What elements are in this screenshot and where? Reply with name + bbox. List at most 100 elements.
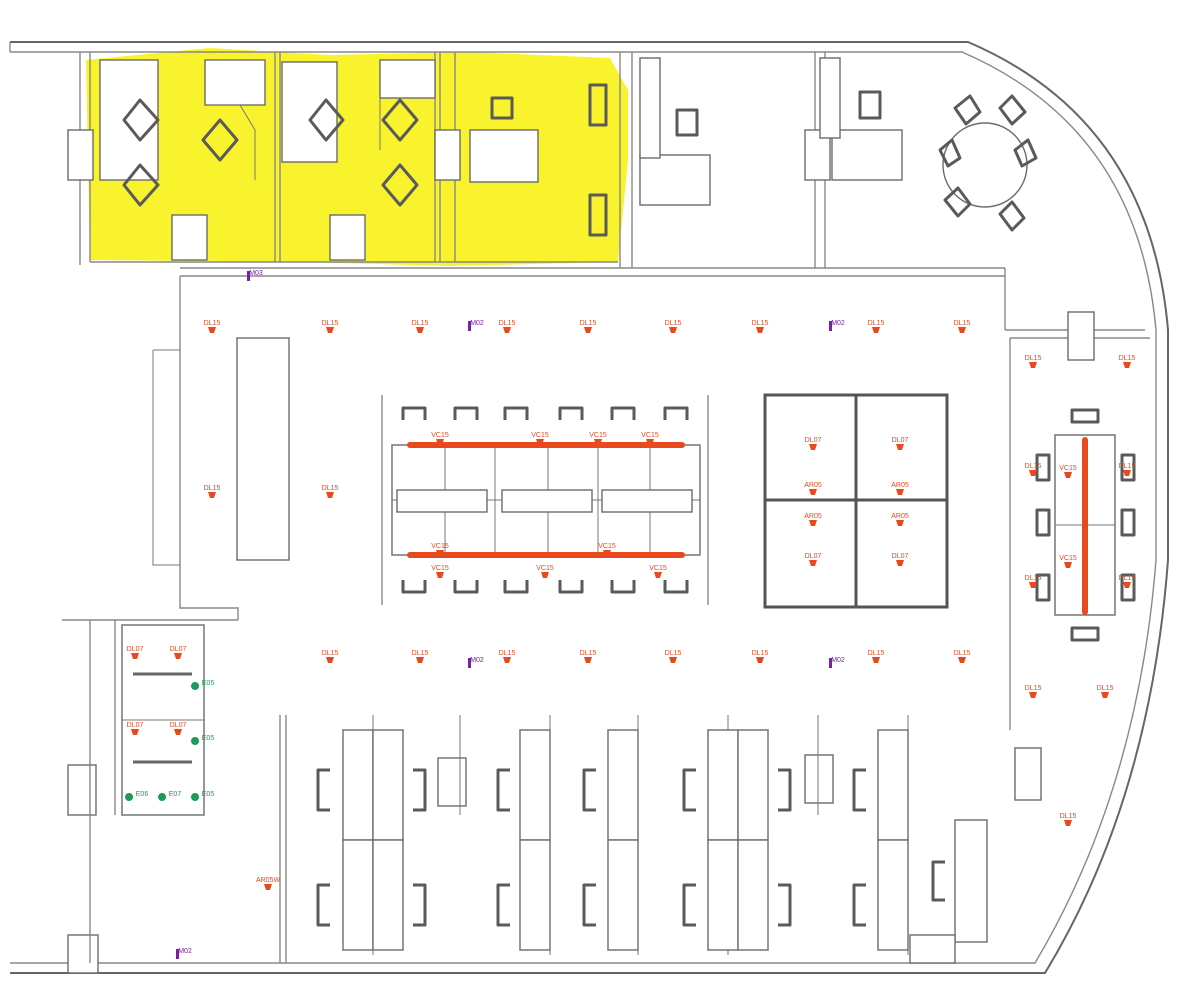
symbol-vc15-46[interactable]: VC15 (598, 543, 616, 556)
symbol-m02-55[interactable]: M02 (829, 657, 845, 668)
symbol-vc15-50[interactable]: VC15 (1059, 465, 1077, 478)
symbol-dl15-23[interactable]: DL15 (1025, 575, 1042, 588)
symbol-mark (247, 271, 250, 281)
symbol-mark (1029, 692, 1037, 698)
symbol-ar05-37[interactable]: AR05 (804, 513, 822, 526)
symbol-mark (416, 327, 424, 333)
symbol-mark (1064, 562, 1072, 568)
symbol-label: DL15 (1119, 463, 1136, 470)
symbol-e05-58[interactable]: E05 (191, 680, 214, 690)
symbol-e05-60[interactable]: E05 (191, 791, 214, 801)
symbol-mark (191, 737, 200, 745)
symbol-dl07-31[interactable]: DL07 (892, 553, 909, 566)
symbol-label: DL15 (1025, 575, 1042, 582)
symbol-mark (1101, 692, 1109, 698)
symbol-ar05w-40[interactable]: AR05W (256, 877, 281, 890)
symbol-ar05-36[interactable]: AR05 (804, 482, 822, 495)
symbol-label: E07 (169, 791, 182, 798)
symbol-label: DL15 (1060, 813, 1077, 820)
symbol-dl15-26[interactable]: DL15 (1097, 685, 1114, 698)
symbol-dl15-17[interactable]: DL15 (868, 650, 885, 663)
symbol-vc15-48[interactable]: VC15 (536, 565, 554, 578)
symbol-dl07-29[interactable]: DL07 (892, 437, 909, 450)
symbol-dl07-35[interactable]: DL07 (170, 722, 187, 735)
symbol-dl15-8[interactable]: DL15 (954, 320, 971, 333)
symbol-label: DL07 (170, 722, 187, 729)
symbol-vc15-44[interactable]: VC15 (641, 432, 659, 445)
symbol-vc15-49[interactable]: VC15 (649, 565, 667, 578)
symbol-label: DL15 (1025, 355, 1042, 362)
symbol-label: DL15 (499, 650, 516, 657)
symbol-ar05-39[interactable]: AR05 (891, 513, 909, 526)
top-office-furniture (99, 57, 903, 261)
symbol-label: DL15 (665, 650, 682, 657)
symbol-dl15-16[interactable]: DL15 (752, 650, 769, 663)
symbol-mark (191, 793, 200, 801)
symbol-dl15-10[interactable]: DL15 (322, 485, 339, 498)
symbol-dl15-25[interactable]: DL15 (1025, 685, 1042, 698)
symbol-dl15-4[interactable]: DL15 (580, 320, 597, 333)
symbol-m03-56[interactable]: M03 (247, 270, 263, 281)
symbol-e06-61[interactable]: E06 (125, 791, 148, 801)
symbol-dl15-1[interactable]: DL15 (322, 320, 339, 333)
symbol-label: DL15 (752, 320, 769, 327)
symbol-dl15-24[interactable]: DL15 (1119, 575, 1136, 588)
symbol-dl15-14[interactable]: DL15 (580, 650, 597, 663)
symbol-vc15-51[interactable]: VC15 (1059, 555, 1077, 568)
symbol-dl15-22[interactable]: DL15 (1119, 463, 1136, 476)
symbol-mark (174, 653, 182, 659)
symbol-mark (896, 560, 904, 566)
symbol-dl07-33[interactable]: DL07 (170, 646, 187, 659)
symbol-dl15-6[interactable]: DL15 (752, 320, 769, 333)
symbol-ar05-38[interactable]: AR05 (891, 482, 909, 495)
symbol-dl15-12[interactable]: DL15 (412, 650, 429, 663)
exterior-walls (9, 41, 1169, 974)
symbol-m02-57[interactable]: M02 (176, 948, 192, 959)
symbol-dl15-21[interactable]: DL15 (1025, 463, 1042, 476)
symbol-mark (468, 321, 471, 331)
symbol-mark (584, 657, 592, 663)
symbol-dl07-28[interactable]: DL07 (805, 437, 822, 450)
symbol-dl15-2[interactable]: DL15 (412, 320, 429, 333)
symbol-dl15-3[interactable]: DL15 (499, 320, 516, 333)
symbol-mark (809, 489, 817, 495)
symbol-dl15-7[interactable]: DL15 (868, 320, 885, 333)
symbol-dl15-9[interactable]: DL15 (204, 485, 221, 498)
left-core (62, 276, 290, 963)
symbol-dl07-30[interactable]: DL07 (805, 553, 822, 566)
symbol-dl15-19[interactable]: DL15 (1025, 355, 1042, 368)
symbol-mark (958, 327, 966, 333)
symbol-dl15-20[interactable]: DL15 (1119, 355, 1136, 368)
symbol-mark (584, 327, 592, 333)
symbol-mark (756, 327, 764, 333)
columns (67, 129, 1095, 974)
symbol-dl07-34[interactable]: DL07 (127, 722, 144, 735)
symbol-m02-52[interactable]: M02 (468, 320, 484, 331)
symbol-dl15-15[interactable]: DL15 (665, 650, 682, 663)
symbol-e07-62[interactable]: E07 (158, 791, 181, 801)
symbol-dl15-11[interactable]: DL15 (322, 650, 339, 663)
symbol-dl15-18[interactable]: DL15 (954, 650, 971, 663)
symbol-vc15-42[interactable]: VC15 (531, 432, 549, 445)
symbol-dl15-5[interactable]: DL15 (665, 320, 682, 333)
symbol-m02-54[interactable]: M02 (468, 657, 484, 668)
symbol-vc15-41[interactable]: VC15 (431, 432, 449, 445)
symbol-dl15-13[interactable]: DL15 (499, 650, 516, 663)
symbol-m02-53[interactable]: M02 (829, 320, 845, 331)
symbol-label: M02 (831, 657, 845, 664)
symbol-vc15-43[interactable]: VC15 (589, 432, 607, 445)
symbol-label: DL15 (322, 650, 339, 657)
symbol-e05-59[interactable]: E05 (191, 735, 214, 745)
symbol-vc15-45[interactable]: VC15 (431, 543, 449, 556)
bottom-workstations (279, 715, 988, 964)
symbol-vc15-47[interactable]: VC15 (431, 565, 449, 578)
symbol-label: AR05 (804, 513, 822, 520)
symbol-dl15-0[interactable]: DL15 (204, 320, 221, 333)
symbol-dl15-27[interactable]: DL15 (1060, 813, 1077, 826)
symbol-dl07-32[interactable]: DL07 (127, 646, 144, 659)
symbol-mark (416, 657, 424, 663)
symbol-mark (131, 729, 139, 735)
symbol-label: VC15 (431, 543, 449, 550)
symbol-label: DL15 (1025, 463, 1042, 470)
symbol-mark (436, 572, 444, 578)
